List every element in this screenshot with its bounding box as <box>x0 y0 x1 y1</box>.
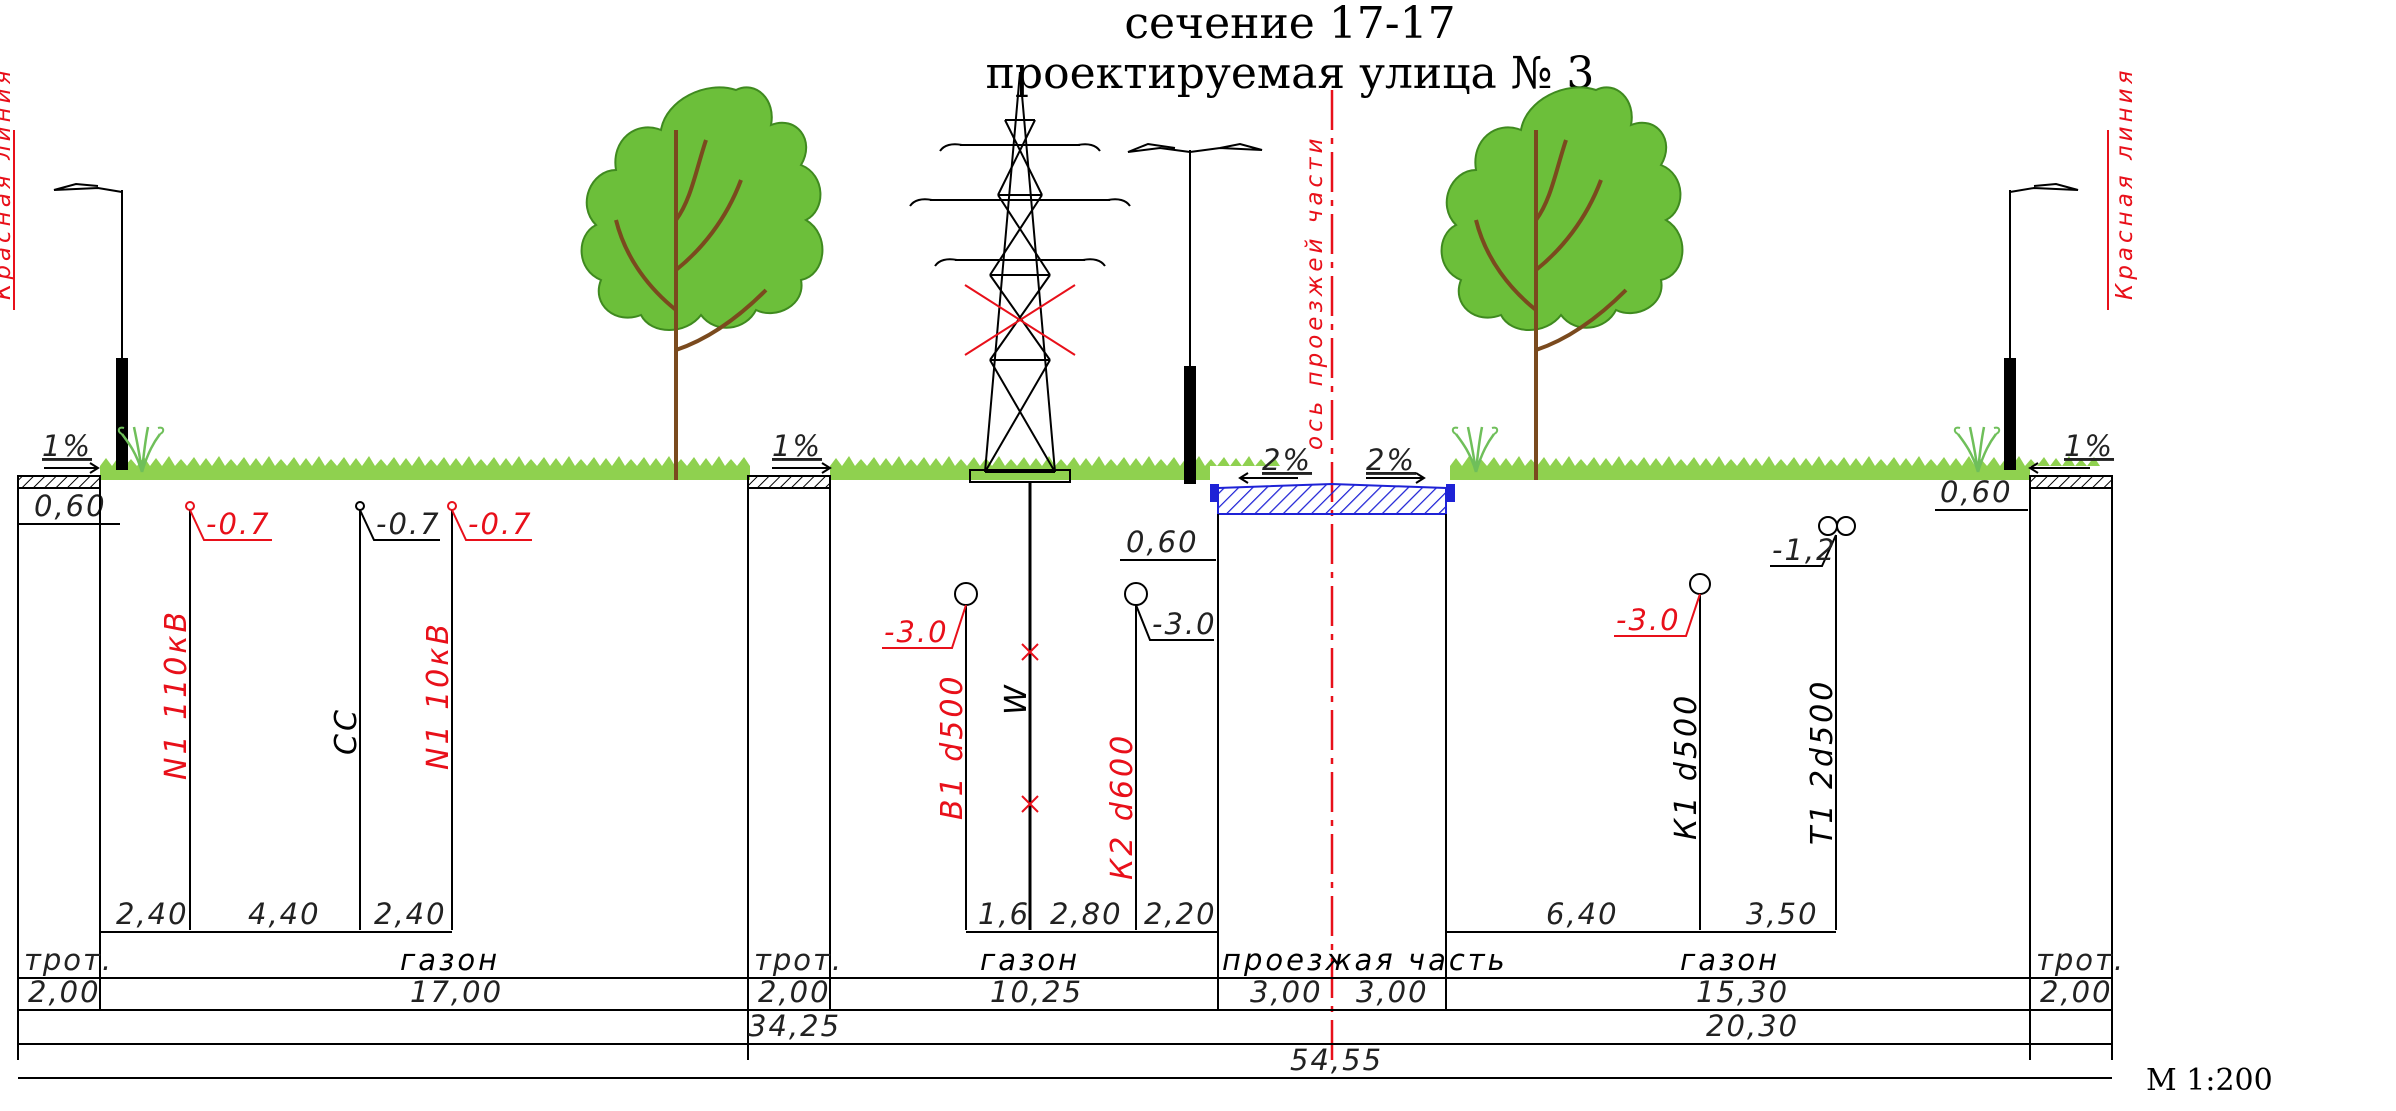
width-left-gazon: 17,00 <box>410 975 503 1009</box>
depth-t1: -1,2 <box>1772 533 1837 567</box>
total-overall: 54,55 <box>1290 1043 1383 1077</box>
street-title: проектируемая улица № 3 <box>986 48 1595 99</box>
slope-right: 1% <box>2064 429 2114 463</box>
label-n1-10: N1 10кВ <box>421 621 456 770</box>
street-lamp-icon <box>1127 142 1263 484</box>
slope-left: 1% <box>42 429 92 463</box>
boundary-lines <box>17 488 2113 1060</box>
street-lamp-icon <box>53 182 128 470</box>
scale-label: М 1:200 <box>2146 1063 2273 1098</box>
curb-left <box>1210 484 1219 502</box>
street-lamp-icon <box>2004 182 2079 470</box>
pipe-marker-icon <box>1836 516 1856 536</box>
utility-dim-left-1: 2,40 <box>116 897 189 931</box>
offset-right: 0,60 <box>1940 475 2013 509</box>
width-road-right: 3,00 <box>1356 975 1429 1009</box>
label-k1: К1 d500 <box>1669 693 1704 840</box>
road-axis-label: ось проезжей части <box>1302 135 1328 450</box>
utility-dim-left-2: 4,40 <box>248 897 321 931</box>
depth-k2: -3.0 <box>1152 607 1217 641</box>
label-n1-110: N1 110кВ <box>159 609 194 780</box>
pipe-marker-icon <box>1124 582 1148 606</box>
width-road-left: 3,00 <box>1250 975 1323 1009</box>
slope-mid: 1% <box>772 429 822 463</box>
tree-icon <box>579 85 825 483</box>
zone-trot-mid: трот. <box>754 943 843 977</box>
power-pylon-icon <box>909 71 1131 483</box>
curb-right <box>1446 484 1455 502</box>
total-right: 20,30 <box>1706 1009 1799 1043</box>
utility-dim-left-3: 2,40 <box>374 897 447 931</box>
depth-n1-10: -0.7 <box>468 507 533 541</box>
utility-dim-center-3: 2,20 <box>1144 897 1217 931</box>
utility-dim-center-1: 1,6 <box>978 897 1030 931</box>
section-title: сечение 17-17 <box>1124 0 1455 49</box>
depth-cc: -0.7 <box>376 507 441 541</box>
label-t1: Т1 2d500 <box>1805 679 1840 845</box>
offset-road: 0,60 <box>1126 525 1199 559</box>
sidewalk-right <box>2029 475 2113 489</box>
utility-dim-right-1: 6,40 <box>1546 897 1619 931</box>
width-left-trot: 2,00 <box>28 975 101 1009</box>
label-k2: К2 d600 <box>1105 733 1140 880</box>
depth-b1: -3.0 <box>884 615 949 649</box>
slope-road-left: 2% <box>1262 443 1312 477</box>
slope-road-right: 2% <box>1366 443 1416 477</box>
zone-trot-left: трот. <box>24 943 113 977</box>
red-line-label-right: Красная линия <box>2112 67 2138 300</box>
sidewalk-left <box>17 475 101 489</box>
pipe-marker-icon <box>954 582 978 606</box>
utility-w: W <box>999 482 1039 930</box>
label-w: W <box>999 682 1034 715</box>
carriageway <box>1217 482 1447 515</box>
sidewalk-mid <box>747 475 831 489</box>
zone-gazon-mid: газон <box>980 943 1080 977</box>
red-line-label-left: Красная линия <box>0 67 16 300</box>
width-mid-trot: 2,00 <box>758 975 831 1009</box>
depth-n1-110: -0.7 <box>206 507 271 541</box>
label-cc: СС <box>329 707 364 755</box>
utility-n1-110: -0.7 N1 110кВ <box>159 501 272 930</box>
width-right-trot: 2,00 <box>2040 975 2113 1009</box>
label-b1: В1 d500 <box>935 673 970 820</box>
width-right-gazon: 15,30 <box>1696 975 1789 1009</box>
utility-dim-right-2: 3,50 <box>1746 897 1819 931</box>
total-left: 34,25 <box>748 1009 841 1043</box>
tree-icon <box>1439 85 1685 483</box>
grass-strip-left <box>100 456 750 480</box>
offset-left: 0,60 <box>34 489 107 523</box>
utility-dim-center-2: 2,80 <box>1050 897 1123 931</box>
zone-trot-right: трот. <box>2036 943 2125 977</box>
zone-road: проезжая часть <box>1222 943 1508 977</box>
utility-b1: -3.0 В1 d500 <box>882 582 978 930</box>
width-mid-gazon: 10,25 <box>990 975 1083 1009</box>
depth-k1: -3.0 <box>1616 603 1681 637</box>
utility-t1: -1,2 Т1 2d500 <box>1770 516 1856 930</box>
pipe-marker-icon <box>1689 573 1711 595</box>
utility-k1: -3.0 К1 d500 <box>1614 573 1711 930</box>
zone-gazon-left: газон <box>400 943 500 977</box>
utility-n1-10: -0.7 N1 10кВ <box>421 501 533 930</box>
utility-k2: -3.0 К2 d600 <box>1105 582 1217 930</box>
zone-gazon-right: газон <box>1680 943 1780 977</box>
utility-cc: -0.7 СС <box>329 501 441 930</box>
